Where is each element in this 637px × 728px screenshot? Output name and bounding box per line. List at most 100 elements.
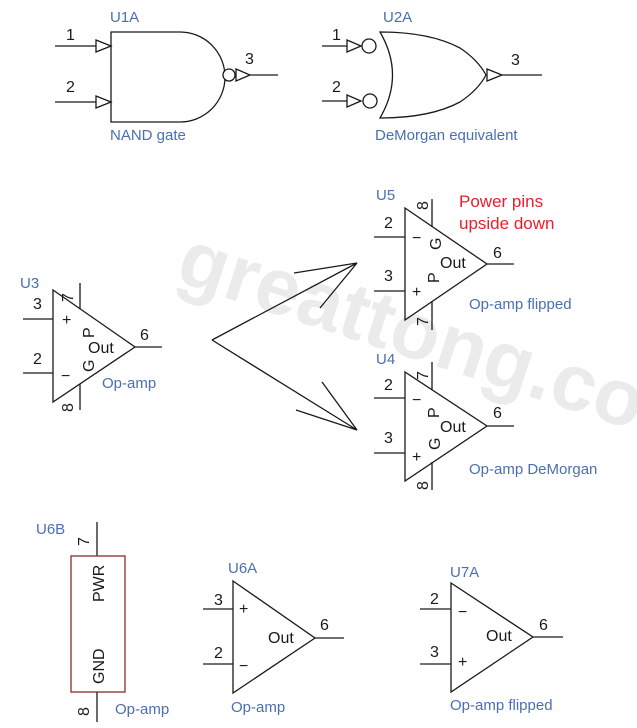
u6a-opamp: U6A 3 + 2 − Out 6 Op-amp bbox=[203, 560, 344, 716]
u4-out-label: Out bbox=[440, 419, 466, 436]
u7a-triangle bbox=[450, 581, 535, 694]
u1a-inversion-bubble bbox=[222, 68, 236, 82]
u6a-sym-plus: + bbox=[239, 601, 248, 618]
u4-pin-minus: 2 bbox=[384, 377, 393, 394]
u5-sym-minus: − bbox=[412, 230, 421, 247]
u2a-in1-arrow bbox=[346, 39, 363, 53]
u1a-pin-in2: 2 bbox=[66, 79, 75, 96]
u3-triangle bbox=[52, 288, 137, 404]
u6b-pin-top: 7 bbox=[76, 537, 93, 546]
u2a-demorgan-gate: U2A 1 2 3 DeMorgan equivalent bbox=[322, 9, 542, 144]
u2a-pin-out: 3 bbox=[511, 52, 520, 69]
u3-p-label: P bbox=[81, 327, 98, 338]
u3-pin-bot: 8 bbox=[60, 403, 77, 412]
u5-g-label: G bbox=[428, 238, 445, 250]
u5-triangle bbox=[404, 206, 489, 322]
u4-caption: Op-amp DeMorgan bbox=[469, 461, 597, 478]
u3-ref: U3 bbox=[20, 275, 39, 292]
u2a-in2-arrow bbox=[346, 94, 363, 108]
u4-triangle bbox=[404, 370, 489, 483]
u6b-pin-bot: 8 bbox=[76, 707, 93, 716]
u3-caption: Op-amp bbox=[102, 375, 156, 392]
u6b-gnd-label: GND bbox=[91, 648, 108, 684]
u5-p-label: P bbox=[426, 272, 443, 283]
u2a-pin-in2: 2 bbox=[332, 79, 341, 96]
arrow-up bbox=[211, 262, 358, 341]
u3-opamp: U3 7 3 + 2 − P G Out 8 6 Op-amp bbox=[20, 275, 162, 412]
u5-pin-top: 8 bbox=[415, 201, 432, 210]
arrow-down bbox=[211, 339, 358, 431]
u3-sym-plus: + bbox=[62, 312, 71, 329]
u3-pin-minus: 2 bbox=[33, 351, 42, 368]
u4-sym-plus: + bbox=[412, 449, 421, 466]
watermark: greattong.com bbox=[168, 212, 637, 468]
u4-opamp-demorgan: U4 7 2 − 3 + P G Out 8 6 Op-amp DeMorgan bbox=[374, 351, 597, 490]
u5-note-line2: upside down bbox=[459, 214, 554, 233]
u5-opamp-flipped: U5 Power pins upside down 8 2 − 3 + G P … bbox=[374, 187, 572, 330]
u1a-pin-in1: 1 bbox=[66, 27, 75, 44]
u4-sym-minus: − bbox=[412, 392, 421, 409]
u5-pin-out: 6 bbox=[493, 245, 502, 262]
u5-pin-plus: 3 bbox=[384, 268, 393, 285]
u5-caption: Op-amp flipped bbox=[469, 296, 572, 313]
u7a-caption: Op-amp flipped bbox=[450, 697, 553, 714]
u4-ref: U4 bbox=[376, 351, 395, 368]
u6a-out-label: Out bbox=[268, 630, 294, 647]
u1a-nand-gate: U1A 1 2 3 NAND gate bbox=[55, 9, 278, 144]
u6a-caption: Op-amp bbox=[231, 699, 285, 716]
u7a-sym-plus: + bbox=[458, 654, 467, 671]
u6a-pin-minus: 2 bbox=[214, 645, 223, 662]
u5-pin-minus: 2 bbox=[384, 215, 393, 232]
u7a-sym-minus: − bbox=[458, 604, 467, 621]
u5-sym-plus: + bbox=[412, 284, 421, 301]
u4-pin-out: 6 bbox=[493, 405, 502, 422]
u3-g-label: G bbox=[81, 360, 98, 372]
u6a-pin-out: 6 bbox=[320, 617, 329, 634]
u6a-pin-plus: 3 bbox=[214, 592, 223, 609]
u2a-in1-bubble bbox=[361, 38, 377, 54]
u6b-ref: U6B bbox=[36, 521, 65, 538]
u5-pin-bot: 7 bbox=[415, 317, 432, 326]
u2a-caption: DeMorgan equivalent bbox=[375, 127, 518, 144]
u1a-gate-body bbox=[110, 31, 226, 123]
u5-ref: U5 bbox=[376, 187, 395, 204]
u6b-rect bbox=[70, 555, 126, 693]
u7a-ref: U7A bbox=[450, 564, 479, 581]
u6a-triangle bbox=[232, 579, 317, 695]
u4-p-label: P bbox=[426, 407, 443, 418]
u4-pin-top: 7 bbox=[415, 371, 432, 380]
u5-out-label: Out bbox=[440, 255, 466, 272]
u6b-power-block: U6B 7 PWR GND 8 Op-amp bbox=[36, 521, 169, 722]
u4-pin-bot: 8 bbox=[415, 481, 432, 490]
u6b-pwr-label: PWR bbox=[91, 565, 108, 602]
u2a-ref: U2A bbox=[383, 9, 412, 26]
u1a-in2-arrow bbox=[95, 95, 113, 109]
u3-pin-top: 7 bbox=[60, 293, 77, 302]
u1a-caption: NAND gate bbox=[110, 127, 186, 144]
u5-note-line1: Power pins bbox=[459, 192, 543, 211]
u7a-opamp-flipped: U7A 2 − 3 + Out 6 Op-amp flipped bbox=[420, 564, 563, 714]
u2a-pin-in1: 1 bbox=[332, 27, 341, 44]
u1a-out-arrow bbox=[235, 68, 252, 82]
u6a-sym-minus: − bbox=[239, 658, 248, 675]
u4-g-label: G bbox=[427, 438, 444, 450]
transform-arrows bbox=[211, 262, 358, 431]
u1a-pin-out: 3 bbox=[245, 51, 254, 68]
u7a-pin-out: 6 bbox=[539, 617, 548, 634]
u7a-pin-minus: 2 bbox=[430, 591, 439, 608]
u6a-ref: U6A bbox=[228, 560, 257, 577]
u7a-pin-plus: 3 bbox=[430, 644, 439, 661]
u2a-in2-bubble bbox=[362, 93, 378, 109]
u1a-in1-arrow bbox=[95, 39, 113, 53]
u4-pin-plus: 3 bbox=[384, 430, 393, 447]
u6b-caption: Op-amp bbox=[115, 701, 169, 718]
u1a-ref: U1A bbox=[110, 9, 139, 26]
u3-out-label: Out bbox=[88, 340, 114, 357]
u7a-out-label: Out bbox=[486, 628, 512, 645]
u2a-out-arrow bbox=[486, 68, 504, 82]
u3-pin-plus: 3 bbox=[33, 296, 42, 313]
u3-sym-minus: − bbox=[61, 368, 70, 385]
u2a-gate-body bbox=[378, 31, 487, 119]
u3-pin-out: 6 bbox=[140, 327, 149, 344]
